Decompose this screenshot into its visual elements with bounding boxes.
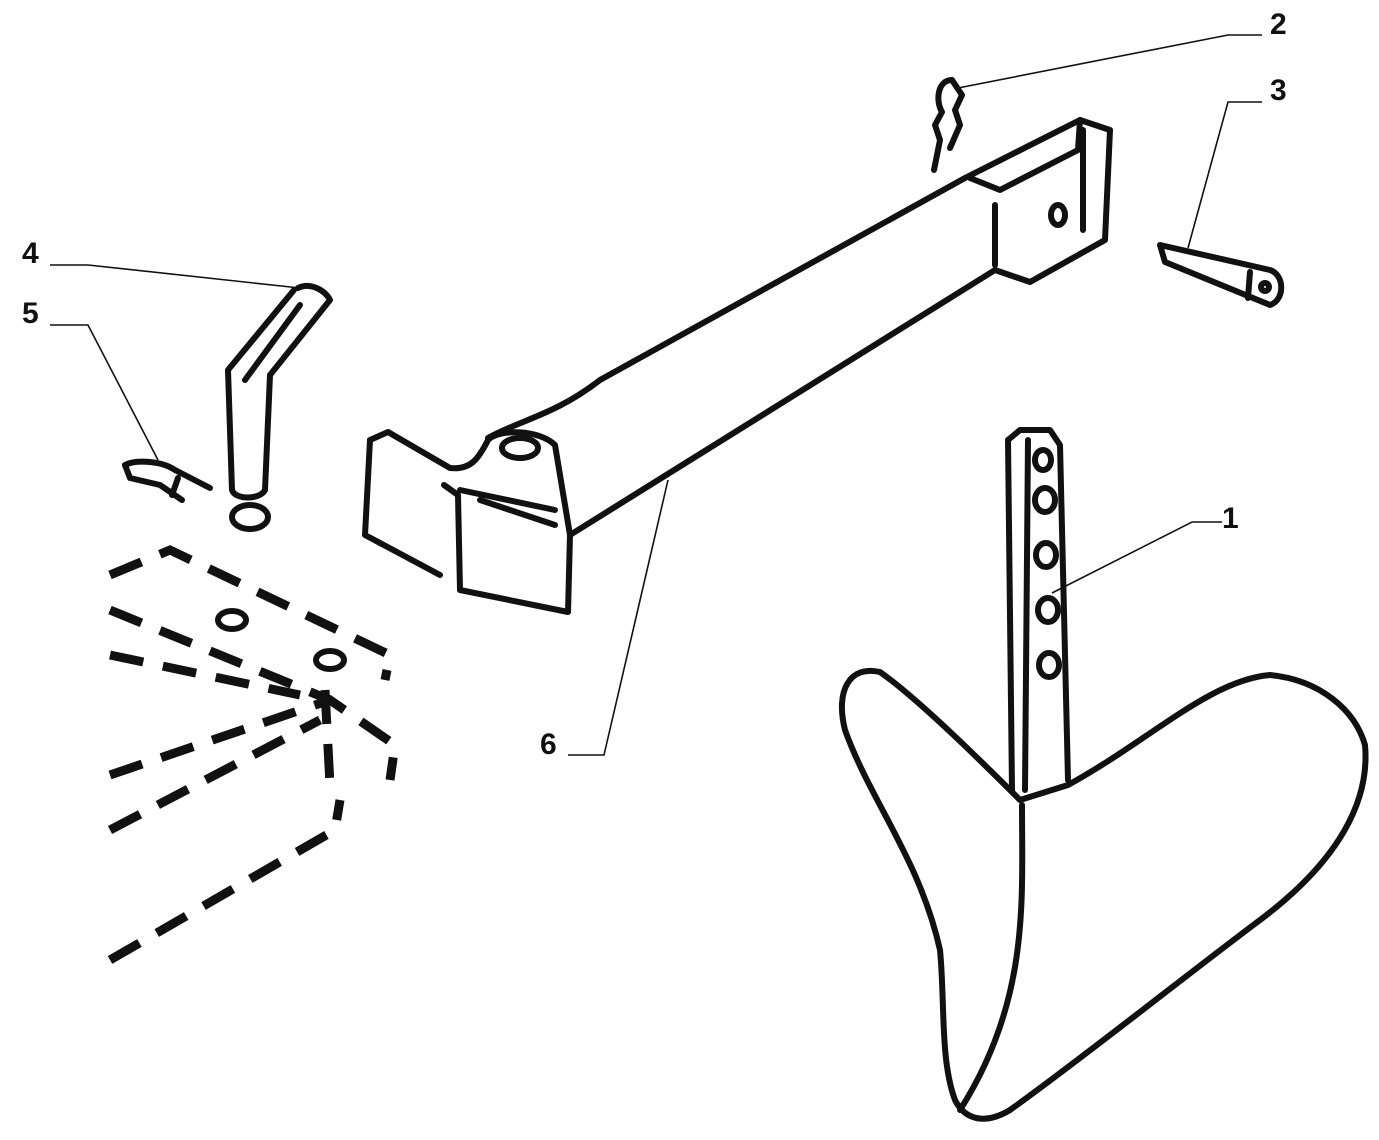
part-1-shovel	[838, 427, 1369, 1122]
callout-6: 6	[540, 728, 557, 761]
callout-1: 1	[1222, 502, 1239, 535]
leader-4	[50, 264, 301, 289]
callout-5: 5	[22, 297, 39, 330]
leader-2	[957, 34, 1262, 89]
leader-5	[50, 324, 159, 461]
frame-dashed	[107, 545, 400, 964]
leader-6	[568, 479, 669, 756]
part-2-clip	[931, 77, 965, 173]
part-5-clip	[122, 458, 213, 503]
part-6-beam	[362, 117, 1113, 615]
callout-2: 2	[1270, 8, 1287, 41]
leader-1	[1051, 521, 1222, 594]
callout-4: 4	[22, 237, 39, 270]
part-3-pin	[1157, 242, 1285, 308]
leader-lines	[50, 34, 1262, 756]
part-4-bent-pin	[225, 282, 333, 532]
leader-3	[1187, 101, 1262, 249]
callout-3: 3	[1270, 74, 1287, 107]
